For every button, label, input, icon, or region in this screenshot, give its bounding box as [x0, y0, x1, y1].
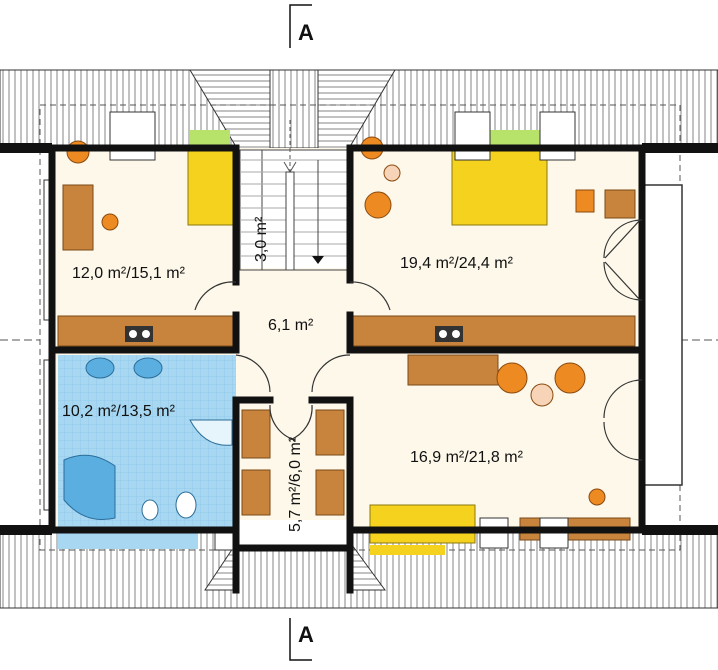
- section-letter-bottom: A: [298, 622, 314, 647]
- label-bathroom: 10,2 m²/13,5 m²: [62, 403, 176, 420]
- bathroom-fixtures: [63, 357, 233, 521]
- label-hall: 6,1 m²: [268, 317, 314, 334]
- label-bedroom-nw: 12,0 m²/15,1 m²: [72, 265, 186, 282]
- section-marker-bottom: A: [289, 618, 314, 661]
- chairs: [66, 136, 606, 506]
- stair-arrow-icon: [312, 256, 324, 264]
- walls: [48, 144, 646, 594]
- furniture-cabinets: [57, 184, 636, 541]
- doors: [194, 219, 643, 461]
- room-labels: 12,0 m²/15,1 m² 19,4 m²/24,4 m² 10,2 m²/…: [62, 216, 524, 532]
- label-bedroom-ne: 19,4 m²/24,4 m²: [400, 255, 514, 272]
- balcony: [641, 184, 683, 486]
- section-marker-top: A: [289, 4, 314, 48]
- section-letter-top: A: [298, 20, 314, 45]
- label-closet: 5,7 m²/6,0 m²: [287, 436, 304, 532]
- label-stairs: 3,0 m²: [253, 216, 270, 262]
- roof: [0, 69, 718, 609]
- staircase: [239, 120, 349, 271]
- beds: [187, 130, 548, 555]
- label-bedroom-se: 16,9 m²/21,8 m²: [410, 449, 524, 466]
